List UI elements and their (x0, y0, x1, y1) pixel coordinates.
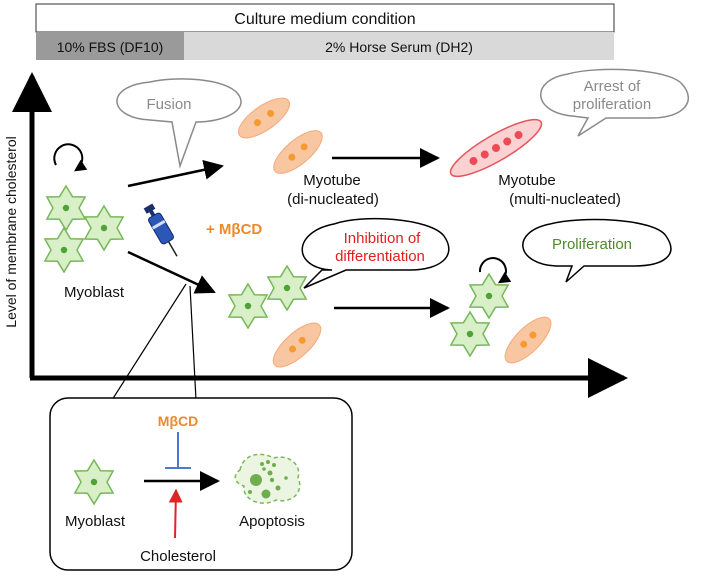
horse-serum-segment (184, 32, 614, 60)
myoblast-label: Myoblast (64, 284, 125, 301)
proliferation-text: Proliferation (552, 236, 632, 253)
inset-apoptosis-label: Apoptosis (239, 513, 305, 530)
myoblast-cluster: Myoblast (44, 143, 125, 301)
inset-mbcd-label: MβCD (158, 413, 198, 429)
myotube-di-label-line2: (di-nucleated) (287, 191, 379, 208)
inhibition-text-line2: differentiation (335, 248, 425, 265)
culture-medium-header: Culture medium condition 10% FBS (DF10) … (35, 3, 615, 60)
arrest-bubble: Arrest of proliferation (540, 68, 689, 137)
arrest-text-line2: proliferation (573, 96, 651, 113)
mbcd-plus-label: + MβCD (206, 221, 262, 238)
zoom-line-left (111, 283, 187, 401)
myotube-cell (504, 316, 552, 364)
myotube-cell (272, 322, 322, 368)
inhibition-bubble: Inhibition of differentiation (301, 217, 450, 289)
fusion-bubble: Fusion (116, 78, 242, 169)
y-axis-label: Level of membrane cholesterol (3, 136, 19, 327)
myoblast-cell (267, 265, 307, 311)
cholesterol-arrow (168, 488, 183, 539)
multi-nucleated-myotube (449, 118, 543, 178)
apoptotic-cell (234, 453, 301, 504)
header-title-box (35, 3, 615, 33)
arrest-text-line1: Arrest of (584, 78, 642, 95)
inset-myoblast-label: Myoblast (65, 513, 126, 530)
syringe-icon (143, 203, 178, 257)
zoom-line-right (189, 285, 197, 401)
myotube-di-label-line1: Myotube (303, 172, 361, 189)
myoblast-cell (44, 227, 84, 273)
proliferating-cells (450, 257, 552, 364)
di-nucleated-myotubes (237, 97, 323, 174)
myoblast-cell (469, 273, 509, 319)
myotube-multi-label-line1: Myotube (498, 172, 556, 189)
inset-cholesterol-label: Cholesterol (140, 548, 216, 565)
horse-serum-label: 2% Horse Serum (DH2) (325, 39, 473, 55)
myoblast-cell (46, 185, 86, 231)
inhibition-text-line1: Inhibition of (344, 230, 422, 247)
circular-arrow-icon (53, 143, 88, 172)
circular-arrow-icon (478, 257, 512, 284)
to-mbcd-arrow (127, 250, 216, 294)
header-title: Culture medium condition (234, 11, 415, 28)
fbs-segment (36, 32, 184, 60)
myoblast-cell (228, 283, 268, 329)
proliferation-bubble: Proliferation (522, 218, 672, 283)
fusion-text: Fusion (146, 96, 191, 113)
myotube-multi-label-line2: (multi-nucleated) (509, 191, 621, 208)
myoblast-cell (84, 205, 124, 251)
myoblast-cell (450, 311, 490, 357)
mbcd-treated-cells (228, 265, 322, 368)
axes: Level of membrane cholesterol (3, 72, 628, 398)
inset-myoblast-cell (74, 459, 114, 505)
fbs-label: 10% FBS (DF10) (57, 39, 164, 55)
mechanism-inset: MβCD Myoblast Cholesterol Apoptosis (49, 397, 353, 571)
to-fusion-arrow (127, 159, 224, 188)
